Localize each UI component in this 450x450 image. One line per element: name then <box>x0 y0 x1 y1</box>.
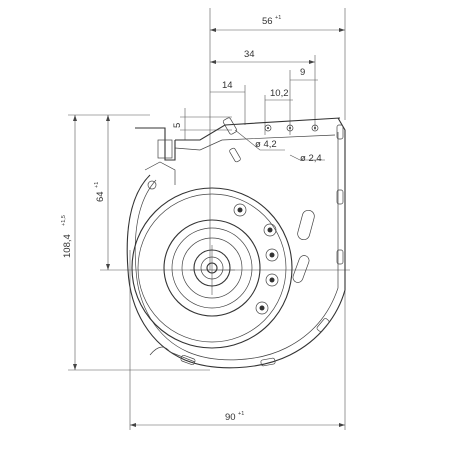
dim-14-label: 14 <box>222 80 233 91</box>
dim-dia-4-2-label: ø 4,2 <box>255 139 277 150</box>
dim-108-label: 108,4 <box>62 234 73 258</box>
dim-90-tol: +1 <box>238 411 244 417</box>
dimension-lines <box>68 8 350 430</box>
dim-9-label: 9 <box>300 67 305 78</box>
dim-108-tol: +1,5 <box>61 215 67 226</box>
dim-34-label: 34 <box>244 49 255 60</box>
dimension-arrows <box>73 28 345 427</box>
dim-64-label: 64 <box>95 191 106 202</box>
blower-housing <box>126 117 346 369</box>
dim-56-tol: +1 <box>275 15 281 21</box>
dim-56-label: 56 <box>262 16 273 27</box>
dim-dia-2-4-label: ø 2,4 <box>300 153 322 164</box>
outlet-holes <box>222 117 319 163</box>
impeller-assembly <box>131 187 293 349</box>
dim-5-label: 5 <box>172 123 183 128</box>
dim-10-2-label: 10,2 <box>270 88 289 99</box>
dim-90-label: 90 <box>225 412 236 423</box>
dimension-labels: 56 +1 34 9 14 10,2 5 ø 4,2 ø 2,4 64 +1 1… <box>61 15 322 423</box>
mounting-screws <box>233 203 279 315</box>
dim-64-tol: +1 <box>94 182 100 188</box>
